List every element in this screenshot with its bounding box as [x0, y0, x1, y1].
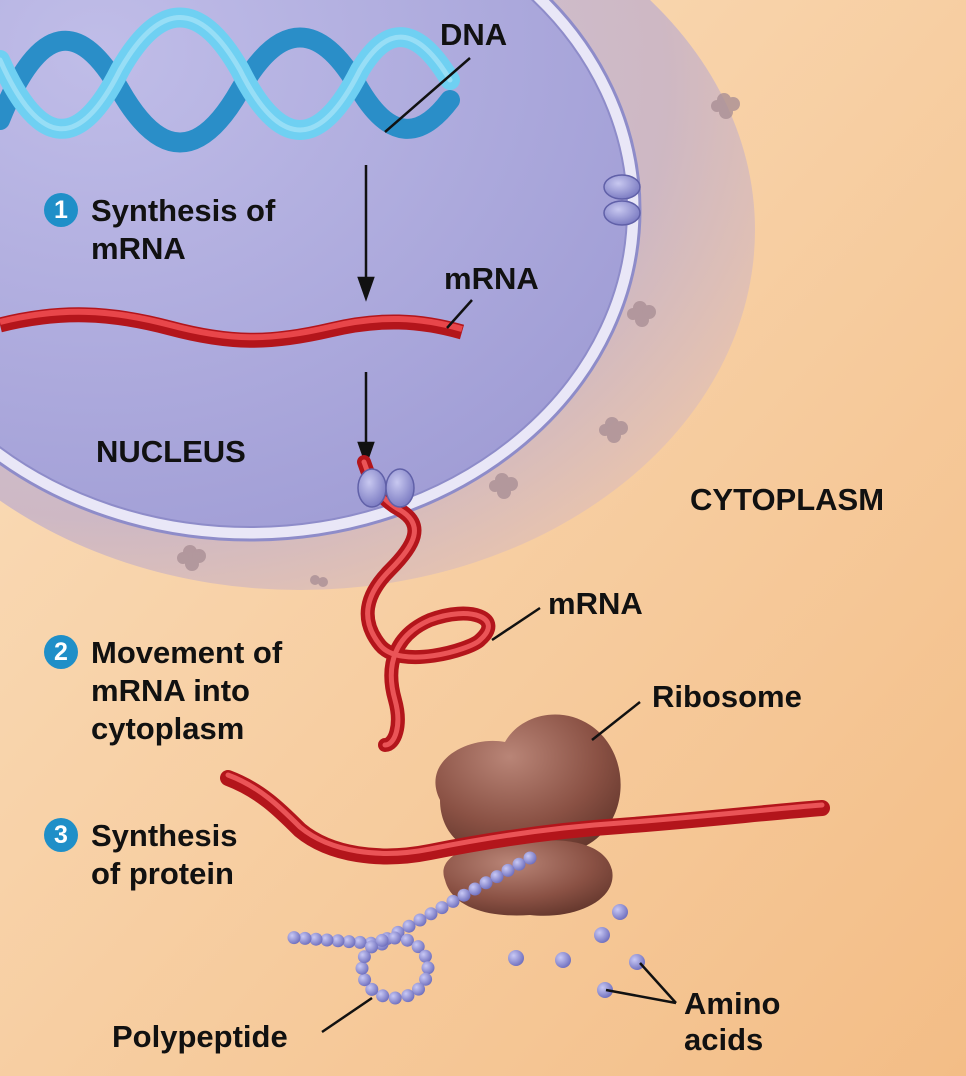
- polypeptide-bead: [320, 933, 334, 947]
- amino-acid: [594, 927, 610, 943]
- polypeptide-bead: [365, 982, 379, 996]
- polypeptide-bead: [365, 940, 378, 954]
- label-amino-acids-line1: Amino: [684, 986, 781, 1021]
- polypeptide-bead: [501, 863, 515, 877]
- step-2: 2 Movement of mRNA into cytoplasm: [44, 634, 282, 748]
- polypeptide-bead: [388, 931, 402, 945]
- step-2-badge: 2: [44, 635, 78, 669]
- label-mrna-nucleus: mRNA: [444, 261, 539, 296]
- polypeptide-bead: [342, 935, 356, 949]
- label-ribosome: Ribosome: [652, 679, 802, 714]
- ribosome: [435, 714, 621, 916]
- polypeptide-bead: [375, 933, 389, 947]
- polypeptide-bead: [402, 919, 416, 933]
- amino-acid: [508, 950, 524, 966]
- label-amino-acids: Amino acids: [684, 986, 780, 1058]
- polypeptide-bead: [376, 989, 390, 1003]
- polypeptide-bead: [331, 934, 345, 948]
- polypeptide-bead: [479, 876, 493, 890]
- label-polypeptide: Polypeptide: [112, 1019, 288, 1054]
- step-1: 1 Synthesis of mRNA: [44, 192, 275, 268]
- leader-line-polypeptide: [321, 996, 373, 1034]
- step-2-line3: cytoplasm: [91, 711, 245, 746]
- amino-acid: [629, 954, 645, 970]
- amino-acid: [555, 952, 571, 968]
- polypeptide-bead: [418, 949, 432, 963]
- label-dna: DNA: [440, 17, 508, 52]
- polypeptide-bead: [309, 932, 323, 946]
- polypeptide-bead: [446, 894, 460, 908]
- leader-line-mrna-nucleus: [446, 299, 473, 329]
- polypeptide-bead: [358, 973, 372, 987]
- step-3-line2: of protein: [91, 856, 234, 891]
- polypeptide-bead: [512, 857, 526, 871]
- polypeptide-bead: [490, 870, 504, 884]
- polypeptide-chain: [287, 851, 537, 1005]
- label-nucleus: NUCLEUS: [96, 434, 246, 469]
- step-1-badge: 1: [44, 193, 78, 227]
- polypeptide-bead: [401, 989, 415, 1003]
- amino-acid: [612, 904, 628, 920]
- polypeptide-bead: [435, 901, 449, 915]
- label-cytoplasm: CYTOPLASM: [690, 482, 885, 517]
- leader-line-mrna-cytoplasm: [491, 606, 541, 642]
- polypeptide-bead: [353, 935, 367, 949]
- polypeptide-bead: [287, 931, 301, 945]
- step-1-line2: mRNA: [91, 231, 186, 266]
- polypeptide-bead: [357, 950, 371, 964]
- polypeptide-bead: [411, 940, 425, 954]
- step-3-line1: Synthesis: [91, 818, 238, 853]
- step-2-line1: Movement of: [91, 635, 283, 670]
- mrna-strand-exiting: [357, 455, 496, 752]
- polypeptide-bead: [388, 991, 402, 1005]
- mrna-strand-nucleus: [0, 307, 465, 348]
- nuclear-pore-lower: [357, 468, 415, 508]
- polypeptide-bead: [457, 888, 471, 902]
- leader-line-dna: [384, 57, 471, 133]
- step-1-line1: Synthesis of: [91, 193, 276, 228]
- leader-line-amino-acids-1: [639, 962, 677, 1004]
- polypeptide-bead: [468, 882, 482, 896]
- polypeptide-bead: [412, 982, 425, 996]
- label-mrna-cytoplasm: mRNA: [548, 586, 643, 621]
- polypeptide-bead: [421, 961, 435, 975]
- polypeptide-bead: [355, 961, 369, 975]
- polypeptide-bead: [400, 933, 414, 947]
- nuclear-pore-upper: [603, 174, 641, 226]
- step-3: 3 Synthesis of protein: [44, 817, 237, 893]
- mrna-strand-ribosome: [220, 770, 830, 865]
- polypeptide-bead: [424, 907, 438, 921]
- leader-line-amino-acids-2: [605, 988, 677, 1005]
- amino-acid: [597, 982, 613, 998]
- free-amino-acids: [508, 904, 645, 998]
- label-amino-acids-line2: acids: [684, 1022, 764, 1057]
- polypeptide-bead: [298, 931, 312, 945]
- leader-line-ribosome: [591, 701, 641, 741]
- er-ribosome-clusters: [177, 93, 740, 587]
- polypeptide-bead: [523, 851, 537, 865]
- polypeptide-bead: [419, 972, 433, 986]
- dna-helix: [0, 7, 460, 153]
- step-3-badge: 3: [44, 818, 78, 852]
- polypeptide-bead: [413, 913, 427, 927]
- leader-lines: [321, 57, 677, 1034]
- transcription-arrows: [357, 165, 375, 467]
- step-2-line2: mRNA into: [91, 673, 250, 708]
